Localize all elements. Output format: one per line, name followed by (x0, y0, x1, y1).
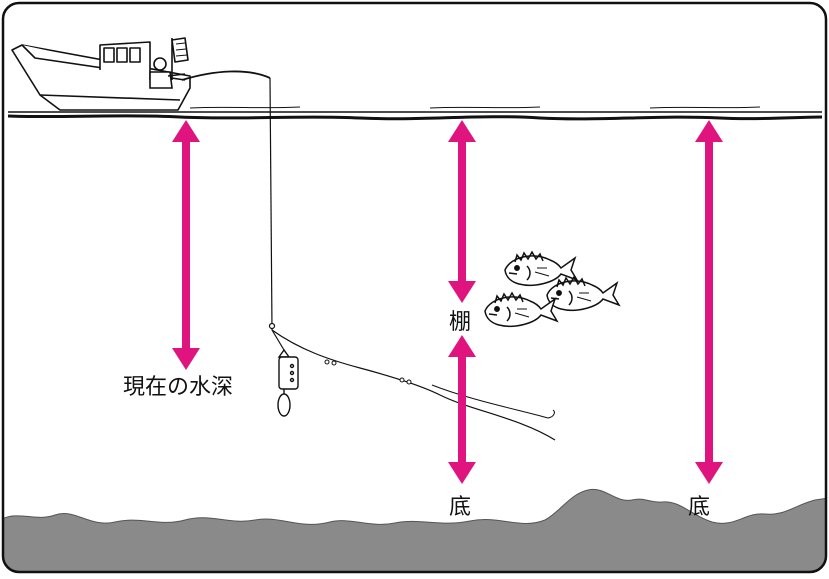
fishing-line (182, 71, 555, 440)
current-depth-arrow (172, 120, 200, 370)
sinker-icon (278, 350, 298, 416)
full-depth-arrow (695, 120, 723, 484)
tana-to-bottom-arrow (448, 335, 476, 484)
tana-arrow (448, 120, 476, 303)
fish-icon (485, 293, 557, 326)
bottom-label-right: 底 (688, 497, 710, 519)
current-depth-label: 現在の水深 (123, 377, 233, 399)
fish-icon (547, 277, 619, 310)
fish-icon (505, 252, 577, 285)
tana-label: 棚 (449, 312, 471, 334)
bottom-label: 底 (449, 497, 471, 519)
